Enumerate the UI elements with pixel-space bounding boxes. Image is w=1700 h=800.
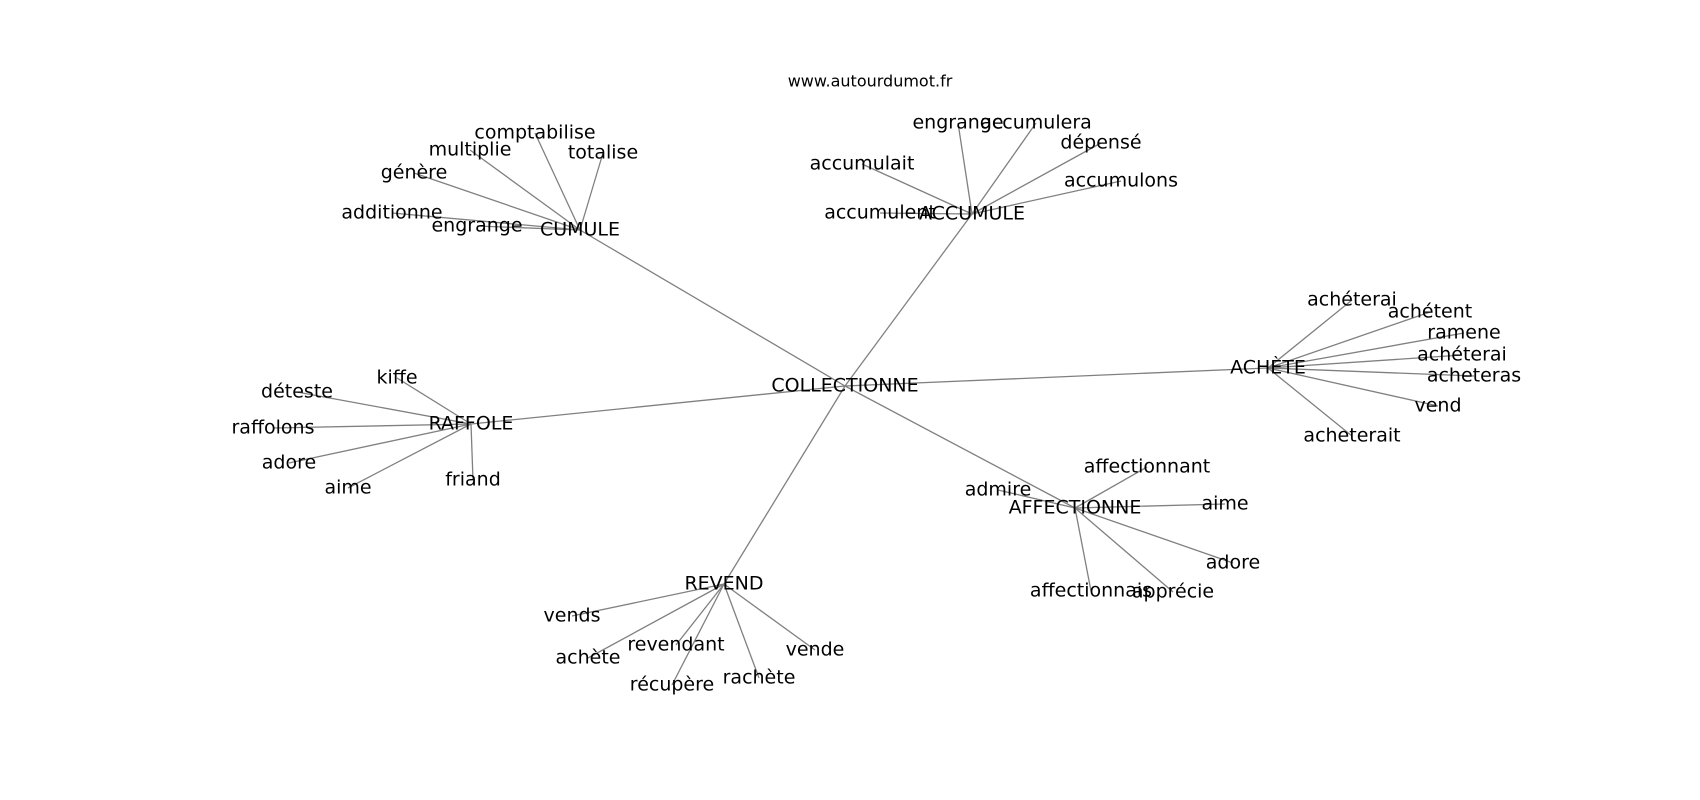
edge-cluster-to-word [1267, 367, 1439, 407]
cluster-node-label: ACCUMULE [919, 203, 1025, 225]
edge-cluster-to-word [470, 423, 474, 481]
cluster-node-label: AFFECTIONNE [1009, 497, 1142, 519]
leaf-word-label: accumulent [824, 202, 936, 224]
edge-root-to-cluster [844, 385, 1076, 509]
edge-cluster-to-word [469, 149, 581, 231]
leaf-word-label: aime [1201, 493, 1248, 515]
edge-cluster-to-word [1074, 466, 1148, 509]
leaf-word-label: vende [786, 639, 845, 661]
edge-cluster-to-word [957, 122, 973, 215]
graph-labels: www.autourdumot.fr COLLECTIONNE CUMULE com… [231, 72, 1521, 696]
edge-root-to-cluster [844, 213, 973, 387]
leaf-word-label: multiplie [429, 139, 512, 161]
edge-cluster-to-word [971, 142, 1102, 215]
edge-cluster-to-word [1074, 507, 1174, 593]
leaf-word-label: déteste [261, 381, 333, 403]
leaf-word-label: achétent [1388, 301, 1472, 323]
leaf-word-label: apprécie [1132, 581, 1214, 603]
leaf-word-label: ramene [1427, 322, 1500, 344]
leaf-word-label: accumulait [810, 153, 915, 175]
cluster-node-label: ACHÈTE [1230, 356, 1306, 379]
leaf-word-label: génère [381, 162, 448, 184]
edge-root-to-cluster [470, 385, 846, 425]
edge-cluster-to-word [587, 583, 725, 659]
leaf-word-label: friand [445, 469, 501, 491]
leaf-word-label: affectionnais [1030, 580, 1152, 602]
edge-cluster-to-word [413, 172, 581, 231]
leaf-word-label: accumulons [1064, 170, 1178, 192]
edge-cluster-to-word [1267, 354, 1463, 369]
leaf-word-label: accumulera [980, 112, 1092, 134]
leaf-word-label: adore [1206, 552, 1260, 574]
edge-cluster-to-word [476, 225, 581, 231]
leaf-word-label: revendant [627, 634, 724, 656]
leaf-word-label: kiffe [376, 367, 417, 389]
source-label: www.autourdumot.fr [788, 72, 953, 91]
leaf-word-label: achéterai [1417, 344, 1507, 366]
edge-cluster-to-word [1074, 507, 1092, 592]
edge-cluster-to-word [723, 583, 816, 651]
edge-cluster-to-word [971, 122, 1037, 215]
leaf-word-label: adore [262, 452, 316, 474]
edge-cluster-to-word [288, 423, 472, 464]
edge-root-to-cluster [723, 385, 846, 585]
edge-cluster-to-word [861, 163, 973, 215]
edge-cluster-to-word [1267, 367, 1353, 437]
leaf-word-label: vends [544, 605, 601, 627]
edge-cluster-to-word [579, 152, 604, 231]
leaf-word-label: additionne [341, 202, 442, 224]
leaf-word-label: acheteras [1427, 365, 1521, 387]
edge-cluster-to-word [1074, 507, 1234, 564]
edge-cluster-to-word [671, 583, 725, 686]
edge-cluster-to-word [1267, 311, 1431, 369]
edge-cluster-to-word [272, 423, 472, 429]
cluster-node-label: CUMULE [540, 219, 620, 241]
edge-cluster-to-word [1267, 299, 1353, 369]
edge-cluster-to-word [971, 180, 1122, 215]
edge-cluster-to-word [675, 583, 725, 646]
edge-cluster-to-word [296, 391, 472, 425]
root-node-label: COLLECTIONNE [771, 375, 918, 397]
cluster-node-label: REVEND [684, 573, 763, 595]
leaf-word-label: aime [324, 477, 371, 499]
edge-cluster-to-word [1267, 367, 1475, 377]
edge-cluster-to-word [347, 423, 472, 489]
leaf-word-label: engrange [431, 215, 522, 237]
leaf-word-label: comptabilise [474, 122, 595, 144]
leaf-word-label: achète [556, 647, 621, 669]
edge-cluster-to-word [391, 212, 581, 231]
leaf-word-label: engrange [912, 112, 1003, 134]
leaf-word-label: admire [965, 479, 1032, 501]
edge-cluster-to-word [879, 212, 973, 215]
edge-cluster-to-word [1267, 332, 1465, 369]
leaf-word-label: achéterai [1307, 289, 1397, 311]
edge-cluster-to-word [723, 583, 760, 679]
edge-cluster-to-word [997, 489, 1076, 509]
edge-root-to-cluster [844, 367, 1269, 387]
edge-cluster-to-word [534, 132, 581, 231]
edge-cluster-to-word [396, 377, 472, 425]
leaf-word-label: récupère [630, 674, 714, 696]
leaf-word-label: rachète [723, 667, 796, 689]
edge-root-to-cluster [579, 229, 846, 387]
leaf-word-label: raffolons [231, 417, 314, 439]
leaf-word-label: acheterait [1303, 425, 1400, 447]
leaf-word-label: affectionnant [1084, 456, 1210, 478]
leaf-word-label: vend [1414, 395, 1461, 417]
graph-edges [272, 122, 1475, 686]
edge-cluster-to-word [1074, 503, 1226, 509]
edge-cluster-to-word [571, 583, 725, 617]
leaf-word-label: dépensé [1060, 132, 1141, 154]
cluster-node-label: RAFFOLE [429, 413, 514, 435]
leaf-word-label: totalise [568, 142, 638, 164]
